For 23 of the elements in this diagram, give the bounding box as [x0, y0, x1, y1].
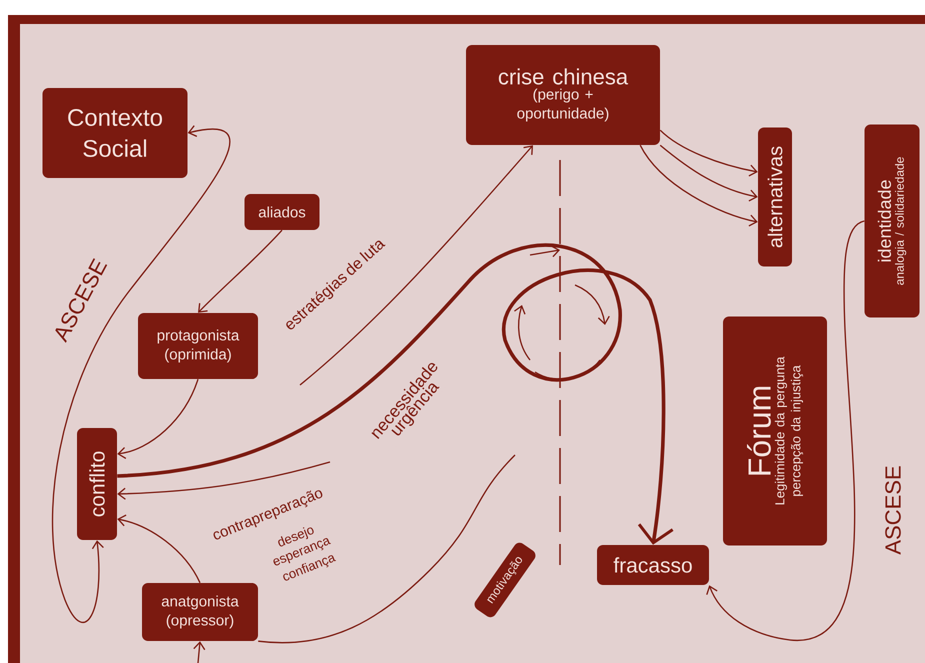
concept-box: identidade analogia / solidariedade	[864, 124, 920, 318]
arrow	[660, 130, 758, 176]
arrow	[660, 144, 758, 202]
concept-box: fracasso	[597, 545, 709, 585]
arrow	[117, 243, 674, 545]
arrow	[193, 641, 206, 663]
arrow	[706, 220, 865, 641]
concept-box: Contexto Social	[42, 88, 188, 178]
arrow	[52, 125, 230, 623]
arrow	[117, 378, 199, 460]
concept-box: anatgonista (opressor)	[142, 583, 258, 641]
arrow	[640, 144, 758, 227]
arrow	[117, 461, 330, 500]
edge-label: ASCESE	[884, 449, 902, 571]
concept-box: protagonista (oprimida)	[138, 313, 258, 379]
concept-box: aliados	[244, 194, 320, 230]
concept-box: conflito	[77, 428, 117, 540]
concept-box: Fórum Legitimidade da pergunta percepção da injustiça	[723, 316, 828, 546]
arrow	[300, 145, 533, 386]
concept-box: crise chinesa (perigo + oportunidade)	[466, 45, 660, 145]
arrow	[198, 230, 282, 313]
arrow	[117, 514, 201, 584]
concept-box: alternativas	[758, 128, 792, 266]
